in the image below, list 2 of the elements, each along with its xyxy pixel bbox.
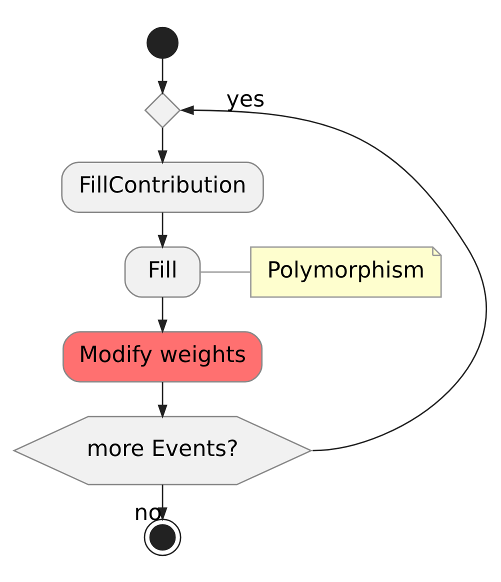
edge-label: no — [134, 499, 162, 526]
edge-label: yes — [226, 86, 265, 112]
